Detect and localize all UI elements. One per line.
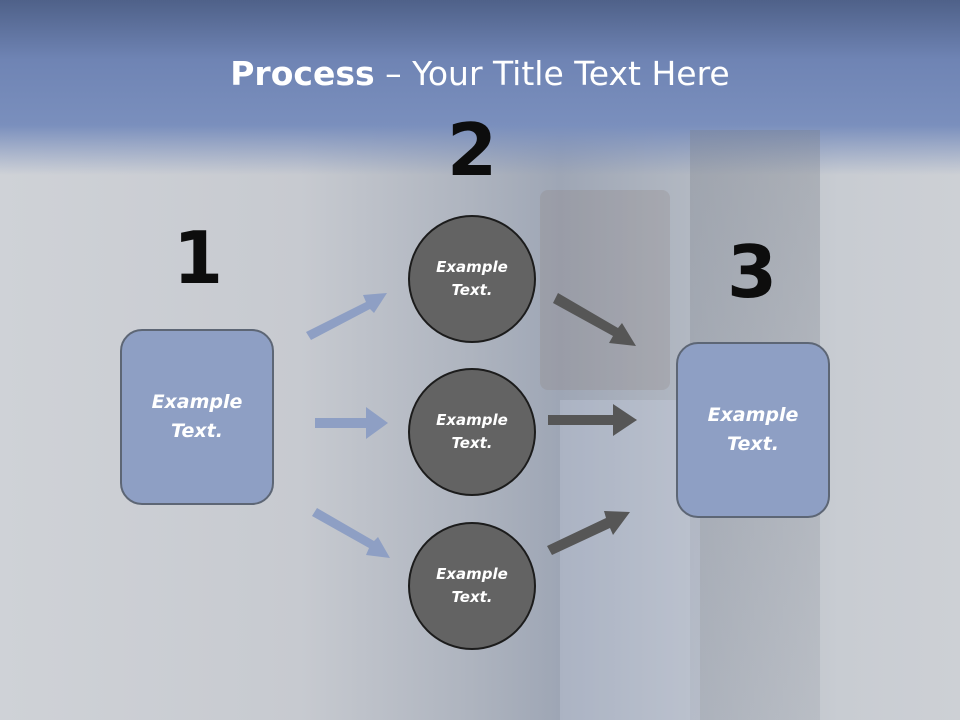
arrow-down-right-icon: [553, 293, 636, 346]
step-3-text: Example Text.: [707, 404, 799, 455]
step-1-box: Example Text.: [120, 329, 274, 505]
step-number-1: 1: [172, 216, 224, 300]
arrow-up-right-icon: [306, 293, 387, 340]
arrow-right-icon: [548, 404, 637, 436]
step-2-circle-middle: Example Text.: [408, 368, 536, 496]
step-2-circle-top-text: Example Text.: [436, 258, 508, 299]
blue-arrows: [306, 293, 390, 558]
step-number-2: 2: [446, 108, 498, 192]
arrow-down-right-icon: [312, 508, 390, 558]
slide-title: Process – Your Title Text Here: [0, 52, 960, 96]
slide-title-bold: Process: [230, 54, 375, 93]
step-1-text: Example Text.: [151, 391, 243, 442]
step-2-circle-middle-text: Example Text.: [436, 411, 508, 452]
arrow-right-icon: [315, 407, 388, 439]
slide-title-rest: – Your Title Text Here: [374, 54, 730, 93]
background-photo-chair: [540, 190, 670, 390]
arrow-up-right-icon: [547, 511, 630, 555]
dark-arrows: [547, 293, 637, 555]
step-3-box: Example Text.: [676, 342, 830, 518]
step-2-circle-bottom: Example Text.: [408, 522, 536, 650]
step-number-3: 3: [726, 230, 778, 314]
step-2-circle-top: Example Text.: [408, 215, 536, 343]
step-2-circle-bottom-text: Example Text.: [436, 565, 508, 606]
